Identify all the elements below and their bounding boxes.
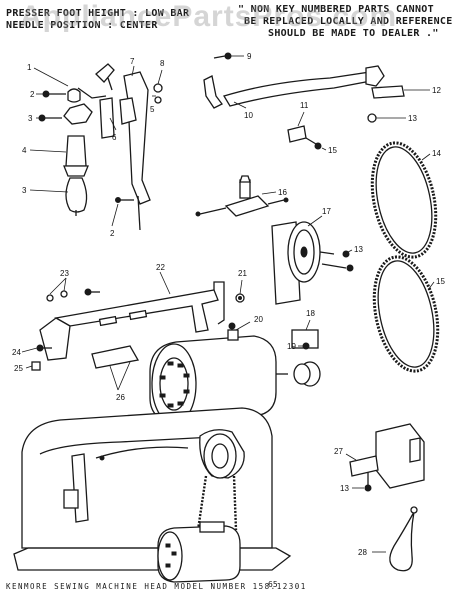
callout-3-upper: 3 — [28, 114, 33, 123]
model-caption: KENMORE SEWING MACHINE HEAD MODEL NUMBER… — [6, 582, 307, 591]
callout-18: 18 — [306, 309, 315, 318]
callout-15-belt: 15 — [436, 277, 445, 286]
callout-27: 27 — [334, 447, 343, 456]
callout-9: 9 — [247, 52, 252, 61]
callout-19: 19 — [287, 342, 296, 351]
top-shaft-assembly — [203, 52, 405, 150]
needle-position-note: NEEDLE POSITION : CENTER — [6, 20, 158, 31]
motor-mounted-on-head — [157, 521, 241, 583]
callouts-9-13: 9 10 11 12 13 15 — [231, 52, 441, 155]
non-key-parts-note-line3: SHOULD BE MADE TO DEALER ." — [268, 28, 439, 39]
light-switch-assembly — [195, 175, 289, 217]
callout-6: 6 — [112, 133, 117, 142]
callout-12: 12 — [432, 86, 441, 95]
callout-13-lower: 13 — [340, 484, 349, 493]
callouts-14-15: 14 15 — [421, 149, 445, 291]
callout-4: 4 — [22, 146, 27, 155]
callout-28: 28 — [358, 548, 367, 557]
callout-13-middle: 13 — [354, 245, 363, 254]
callout-5: 5 — [150, 105, 155, 114]
callout-3-lower: 3 — [22, 186, 27, 195]
callout-20: 20 — [254, 315, 263, 324]
callout-26: 26 — [116, 393, 125, 402]
callout-8: 8 — [160, 59, 165, 68]
non-key-parts-note-line1: " NON KEY NUMBERED PARTS CANNOT — [238, 4, 434, 15]
callout-21: 21 — [238, 269, 247, 278]
callout-22: 22 — [156, 263, 165, 272]
callout-24: 24 — [12, 348, 21, 357]
page-number: 65 — [268, 580, 278, 589]
callouts-21-26: 21 22 23 24 25 26 — [12, 263, 247, 402]
callouts-16-17: 16 17 13 — [261, 188, 363, 254]
callout-14: 14 — [432, 149, 441, 158]
motor-pulley-bracket — [271, 221, 354, 305]
callout-13-upper: 13 — [408, 114, 417, 123]
motor-vent-slots — [159, 361, 190, 408]
callouts-27-28: 27 13 28 — [334, 447, 386, 557]
callouts-18-20: 20 18 19 — [235, 309, 315, 351]
drive-belts — [370, 141, 440, 373]
callout-16: 16 — [278, 188, 287, 197]
non-key-parts-note-line2: BE REPLACED LOCALLY AND REFERENCE — [244, 16, 453, 27]
callout-17: 17 — [322, 207, 331, 216]
machine-head-body — [13, 407, 292, 571]
callouts-1-8: 1 2 3 4 3 2 6 7 8 5 — [22, 57, 165, 238]
callout-15: 15 — [328, 146, 337, 155]
callout-2-lower: 2 — [110, 229, 115, 238]
callout-25: 25 — [14, 364, 23, 373]
motor — [149, 322, 288, 425]
motor-pulley-18-19 — [291, 329, 321, 387]
motor-bracket-assembly — [31, 281, 245, 371]
callout-1: 1 — [27, 63, 32, 72]
presser-bar-assembly — [38, 63, 163, 231]
switch-plate — [349, 423, 425, 492]
callout-2-upper: 2 — [30, 90, 35, 99]
presser-foot-height-note: PRESSER FOOT HEIGHT : LOW BAR — [6, 8, 190, 19]
callout-7: 7 — [130, 57, 135, 66]
callout-10: 10 — [244, 111, 253, 120]
callout-23: 23 — [60, 269, 69, 278]
callout-11: 11 — [300, 101, 309, 110]
cord — [389, 506, 418, 572]
